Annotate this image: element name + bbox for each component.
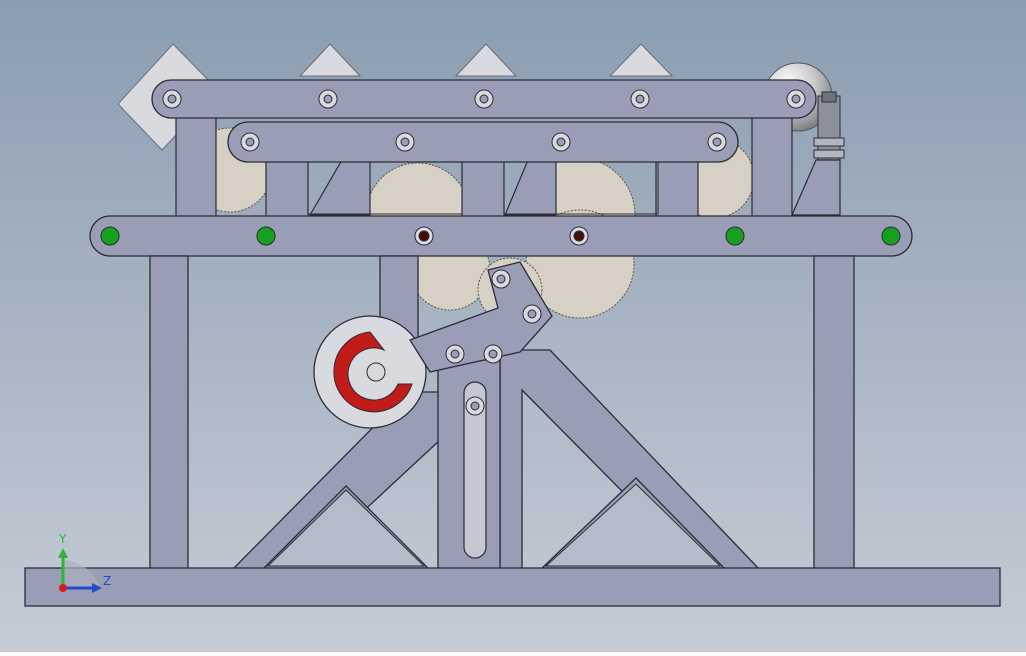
- green-pin: [881, 226, 901, 246]
- triad-arc: [63, 560, 100, 588]
- main-beam: [89, 215, 913, 257]
- rocker-arm: [409, 261, 553, 373]
- green-pin: [256, 226, 276, 246]
- y-axis-label: Y: [59, 532, 67, 546]
- middle-bar-pins: [240, 132, 727, 152]
- bar-windows: [307, 161, 659, 215]
- y-axis-arrow: [58, 548, 68, 558]
- top-bar-pins: [162, 89, 806, 109]
- z-axis-label: Z: [103, 574, 112, 588]
- plate-3: [454, 43, 518, 77]
- cam-hub: [366, 362, 386, 382]
- main-beam-pins: [100, 226, 901, 246]
- coordinate-triad: [58, 548, 102, 593]
- z-axis-arrow: [92, 583, 102, 593]
- guide-slot: [463, 381, 487, 559]
- green-pin: [725, 226, 745, 246]
- plate-2: [298, 43, 362, 77]
- triad-origin: [59, 584, 67, 592]
- red-cam: [333, 331, 413, 413]
- frame-legs: [149, 255, 855, 571]
- rocker-pins: [445, 269, 542, 416]
- truss-cutouts: [266, 483, 722, 567]
- plate-4: [608, 43, 674, 77]
- spring-actuator: [813, 91, 845, 165]
- base-plate: [24, 567, 1001, 607]
- green-pin: [100, 226, 120, 246]
- middle-link-bar: [227, 121, 739, 163]
